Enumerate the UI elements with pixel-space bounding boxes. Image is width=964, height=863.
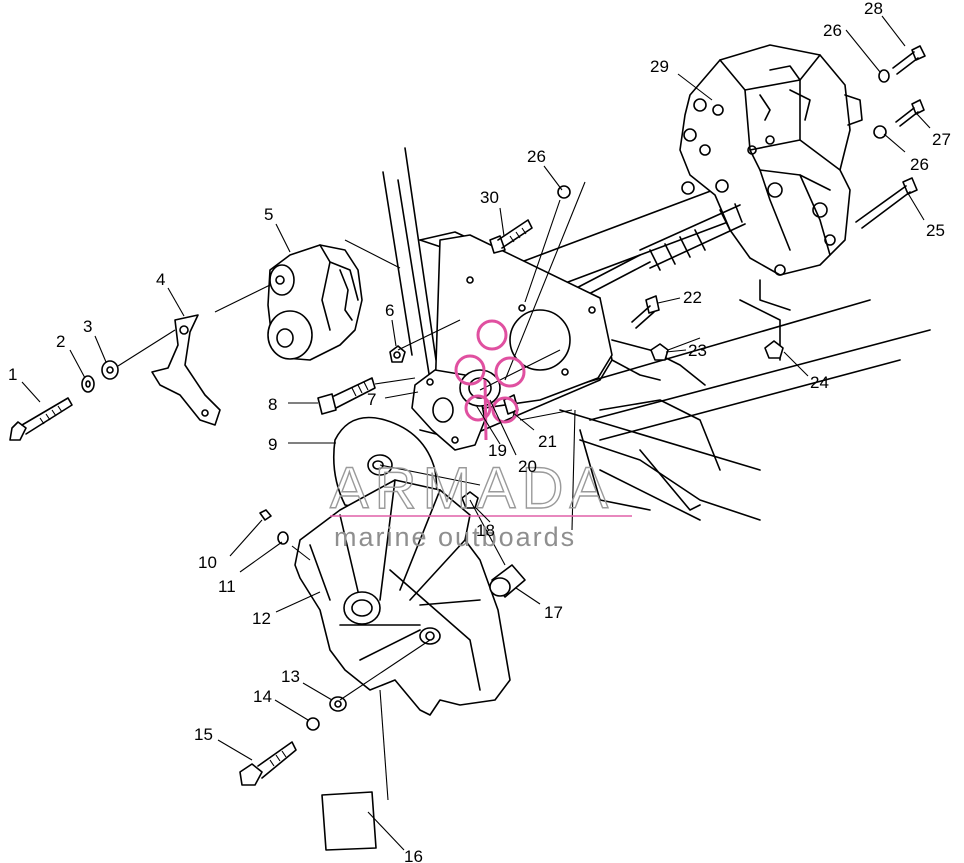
callout-24: 24 <box>810 373 829 392</box>
watermark-brand: ARMADA <box>330 456 614 521</box>
watermark-tagline: marine outboards <box>334 522 576 552</box>
chassis-frame <box>382 147 931 521</box>
callout-27: 27 <box>932 130 951 149</box>
belt-guard-cover <box>294 479 511 716</box>
callout-18: 18 <box>476 521 495 540</box>
callout-9: 9 <box>268 435 277 454</box>
callout-29: 29 <box>650 57 669 76</box>
fasteners <box>9 45 926 851</box>
bracket <box>151 314 221 426</box>
callout-22: 22 <box>683 288 702 307</box>
callout-8: 8 <box>268 395 277 414</box>
callout-2: 2 <box>56 332 65 351</box>
callout-30: 30 <box>480 188 499 207</box>
sprocket-hub <box>459 369 519 415</box>
callout-1: 1 <box>8 365 17 384</box>
callout-5: 5 <box>264 205 273 224</box>
callout-28: 28 <box>864 0 883 18</box>
watermark: ARMADA marine outboards <box>329 319 632 552</box>
callout-25: 25 <box>926 221 945 240</box>
callout-15: 15 <box>194 725 213 744</box>
callout-21: 21 <box>538 432 557 451</box>
callout-11: 11 <box>218 577 236 596</box>
callout-7: 7 <box>367 390 376 409</box>
callout-labels: 1 2 3 4 5 6 7 8 9 10 11 12 13 14 15 16 1… <box>8 0 951 863</box>
anchor-flower-logo-icon <box>454 319 526 441</box>
callout-6: 6 <box>385 301 394 320</box>
callout-13: 13 <box>281 667 300 686</box>
callout-14: 14 <box>253 687 272 706</box>
assembly-lines <box>117 181 701 801</box>
callout-26-c: 26 <box>910 155 929 174</box>
gearbox <box>679 44 863 276</box>
callout-4: 4 <box>156 270 165 289</box>
callout-10: 10 <box>198 553 217 572</box>
callout-26-a: 26 <box>527 147 546 166</box>
callout-17: 17 <box>544 603 563 622</box>
callout-16: 16 <box>404 847 423 863</box>
callout-20: 20 <box>518 457 537 476</box>
leader-lines <box>21 15 931 851</box>
callout-23: 23 <box>688 341 707 360</box>
callout-3: 3 <box>83 317 92 336</box>
callout-12: 12 <box>252 609 271 628</box>
starter-motor <box>267 244 363 361</box>
callout-26-b: 26 <box>823 21 842 40</box>
callout-19: 19 <box>488 441 507 460</box>
